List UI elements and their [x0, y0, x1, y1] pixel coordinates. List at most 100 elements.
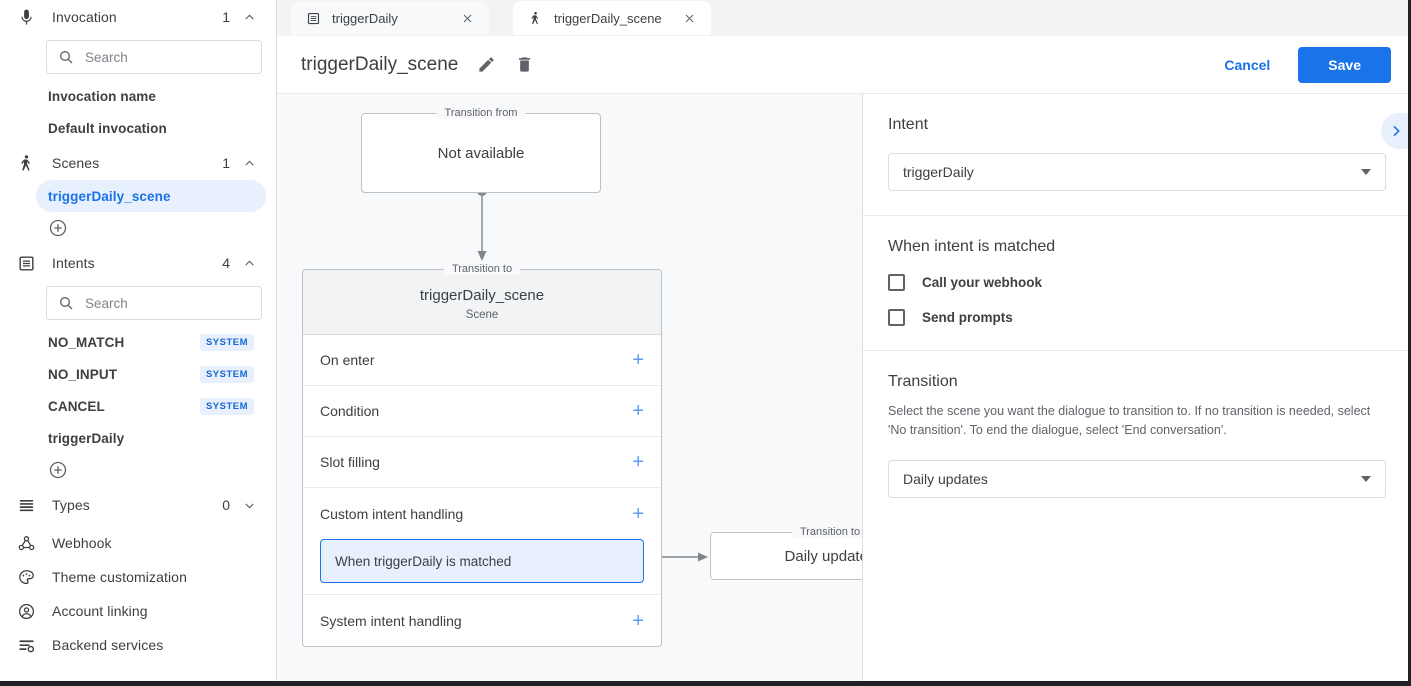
sidebar-item-no-input[interactable]: NO_INPUT SYSTEM [36, 358, 266, 390]
sidebar-item-label: NO_INPUT [48, 366, 118, 382]
transition-target-box[interactable]: Transition to Daily updates [710, 526, 862, 580]
sidebar-section-invocation[interactable]: Invocation 1 [0, 0, 276, 34]
add-icon [48, 460, 68, 480]
transition-section-title: Transition [888, 373, 958, 390]
transition-section: Transition Select the scene you want the… [863, 351, 1411, 522]
checkbox-send-prompts[interactable]: Send prompts [888, 309, 1386, 326]
sidebar-section-label: Intents [52, 255, 95, 271]
backend-services-icon [14, 633, 38, 657]
chevron-down-icon [1361, 169, 1371, 175]
sidebar-item-default-invocation[interactable]: Default invocation [36, 112, 266, 144]
add-icon[interactable]: + [632, 400, 644, 422]
add-icon[interactable]: + [632, 502, 644, 525]
sidebar-section-scenes[interactable]: Scenes 1 [0, 146, 276, 180]
sidebar-item-label: NO_MATCH [48, 334, 125, 350]
sidebar-item-no-match[interactable]: NO_MATCH SYSTEM [36, 326, 266, 358]
scene-card-subtitle: Scene [465, 309, 499, 321]
invocation-search-placeholder: Search [85, 49, 128, 65]
sidebar-section-types[interactable]: Types 0 [0, 488, 276, 522]
checkbox-icon[interactable] [888, 274, 905, 291]
add-icon [48, 218, 68, 238]
scene-graph-canvas[interactable]: Transition from Not available Transition… [277, 94, 863, 686]
sidebar-item-label: Account linking [52, 603, 148, 619]
sidebar-item-label: CANCEL [48, 398, 105, 414]
invocation-search-wrap: Search [0, 34, 276, 80]
properties-panel: Intent triggerDaily When intent is match… [863, 94, 1411, 686]
transition-from-box[interactable]: Transition from Not available [361, 107, 601, 193]
sidebar-section-intents[interactable]: Intents 4 [0, 246, 276, 280]
sidebar-item-triggerdaily[interactable]: triggerDaily [36, 422, 266, 454]
scene-card-name: triggerDaily_scene [419, 287, 545, 304]
invocation-search-input[interactable]: Search [46, 40, 262, 74]
chevron-up-icon [240, 157, 258, 170]
sidebar-item-cancel[interactable]: CANCEL SYSTEM [36, 390, 266, 422]
tab-triggerdaily-scene[interactable]: triggerDaily_scene [513, 1, 711, 35]
chevron-up-icon [240, 257, 258, 270]
sidebar-section-count: 1 [222, 155, 230, 171]
sidebar-item-label: Webhook [52, 535, 112, 551]
sidebar-section-label: Types [52, 497, 90, 513]
intent-section-title: Intent [888, 116, 929, 133]
sidebar-item-triggerdaily-scene[interactable]: triggerDaily_scene [36, 180, 266, 212]
sidebar-item-label: Invocation name [48, 88, 157, 104]
scene-icon [14, 151, 38, 175]
intents-icon [14, 251, 38, 275]
scene-row-label: Condition [320, 403, 380, 419]
transition-select[interactable]: Daily updates [888, 459, 1386, 498]
close-icon[interactable] [681, 10, 697, 26]
chevron-up-icon [240, 11, 258, 24]
intent-handler-chip[interactable]: When triggerDaily is matched [320, 539, 644, 583]
pencil-icon[interactable] [476, 55, 496, 75]
scene-card: Transition to triggerDaily_scene Scene O… [302, 263, 662, 647]
search-icon [57, 294, 75, 312]
intent-select[interactable]: triggerDaily [888, 153, 1386, 191]
add-scene-button[interactable] [0, 212, 276, 244]
intent-tab-icon [305, 10, 321, 26]
intent-handler-label: When triggerDaily is matched [335, 553, 512, 569]
content-body: Transition from Not available Transition… [277, 94, 1411, 686]
add-icon[interactable]: + [632, 349, 644, 371]
status-badge: SYSTEM [199, 397, 254, 415]
transition-select-value: Daily updates [903, 470, 988, 487]
scene-row-system-intent-handling[interactable]: System intent handling + [303, 595, 661, 646]
transition-section-description: Select the scene you want the dialogue t… [888, 404, 1371, 438]
sidebar-item-backend-services[interactable]: Backend services [0, 628, 276, 662]
save-button[interactable]: Save [1298, 46, 1391, 83]
tab-bar: triggerDaily triggerDaily_scene [277, 0, 1411, 36]
scene-row-label: Slot filling [320, 454, 380, 470]
scene-row-on-enter[interactable]: On enter + [303, 335, 661, 386]
chevron-right-icon[interactable] [1381, 113, 1411, 149]
main-area: triggerDaily triggerDaily_scene [277, 0, 1411, 686]
scene-row-slot-filling[interactable]: Slot filling + [303, 437, 661, 488]
webhook-icon [14, 531, 38, 555]
close-icon[interactable] [459, 10, 475, 26]
cancel-button[interactable]: Cancel [1210, 48, 1284, 82]
trash-icon[interactable] [514, 55, 534, 75]
custom-intent-handling-block: Custom intent handling + When triggerDai… [303, 488, 661, 595]
intents-search-wrap: Search [0, 280, 276, 326]
intent-select-value: triggerDaily [903, 164, 974, 180]
scene-row-label: On enter [320, 352, 375, 368]
sidebar-item-account-linking[interactable]: Account linking [0, 594, 276, 628]
types-icon [14, 493, 38, 517]
add-icon[interactable]: + [632, 451, 644, 473]
sidebar-section-label: Invocation [52, 9, 117, 25]
sidebar-item-invocation-name[interactable]: Invocation name [36, 80, 266, 112]
tab-triggerdaily[interactable]: triggerDaily [291, 1, 489, 35]
add-icon[interactable]: + [632, 609, 644, 632]
scene-row-custom-intent-handling[interactable]: Custom intent handling + [303, 488, 661, 539]
add-intent-button[interactable] [0, 454, 276, 486]
scene-tab-icon [527, 10, 543, 26]
sidebar-item-label: Theme customization [52, 569, 187, 585]
scene-row-condition[interactable]: Condition + [303, 386, 661, 437]
sidebar-item-webhook[interactable]: Webhook [0, 526, 276, 560]
checkbox-call-your-webhook[interactable]: Call your webhook [888, 274, 1386, 291]
sidebar-item-label: triggerDaily [48, 430, 125, 446]
checkbox-icon[interactable] [888, 309, 905, 326]
when-intent-matched-section: When intent is matched Call your webhook… [863, 216, 1411, 351]
sidebar-item-theme-customization[interactable]: Theme customization [0, 560, 276, 594]
chevron-down-icon [1361, 475, 1371, 482]
when-intent-matched-title: When intent is matched [888, 238, 1056, 255]
intents-search-input[interactable]: Search [46, 286, 262, 320]
